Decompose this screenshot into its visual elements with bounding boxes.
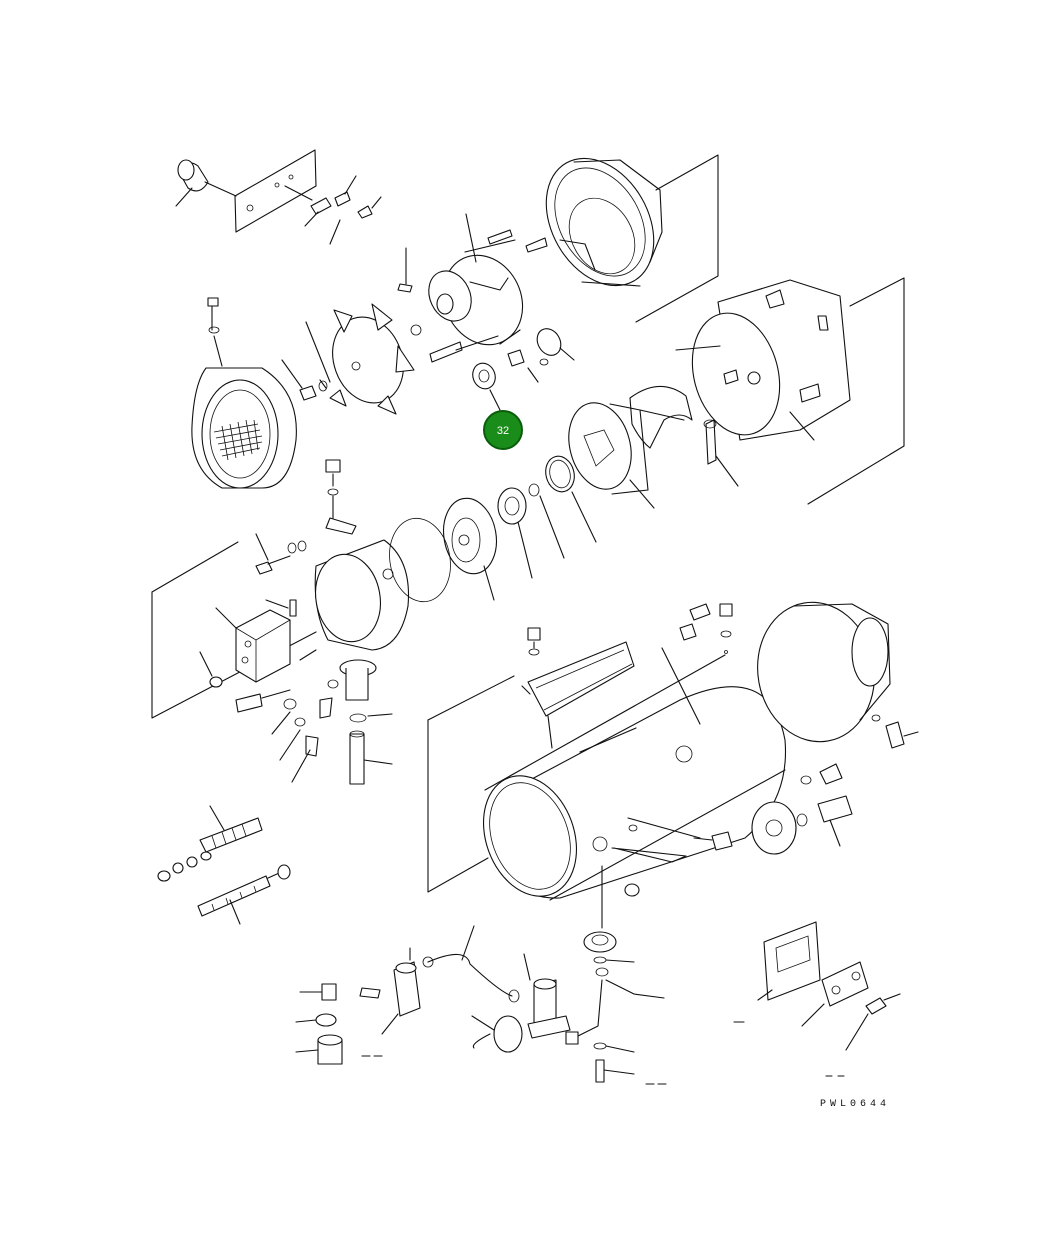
nameplate-and-bracket[interactable] <box>733 921 901 1077</box>
callout-32-marker[interactable] <box>483 410 523 450</box>
callout-group-32[interactable]: 32 <box>469 360 523 450</box>
switch-plate-group[interactable] <box>175 149 382 245</box>
nozzle-holder[interactable] <box>339 659 393 785</box>
ignition-transformer[interactable] <box>199 599 339 783</box>
combustion-head-sleeve[interactable] <box>528 385 739 559</box>
burner-body[interactable] <box>151 459 457 719</box>
intake-grille-cover[interactable] <box>191 297 297 489</box>
callout-32-label: 32 <box>497 425 509 437</box>
diagram-reference-code: PWL0644 <box>820 1099 890 1110</box>
fan-impeller[interactable] <box>281 303 415 415</box>
combustion-chamber-housing[interactable] <box>675 277 905 505</box>
flame-sensor[interactable] <box>611 763 853 863</box>
burner-front-housing[interactable] <box>524 139 719 323</box>
burner-fan-wheel[interactable] <box>438 487 533 601</box>
electrode-assembly[interactable] <box>157 805 291 925</box>
blower-motor[interactable] <box>397 213 575 383</box>
fuel-system[interactable] <box>295 865 667 1085</box>
main-heater-body[interactable] <box>427 603 787 909</box>
outlet-cone[interactable] <box>747 593 919 751</box>
